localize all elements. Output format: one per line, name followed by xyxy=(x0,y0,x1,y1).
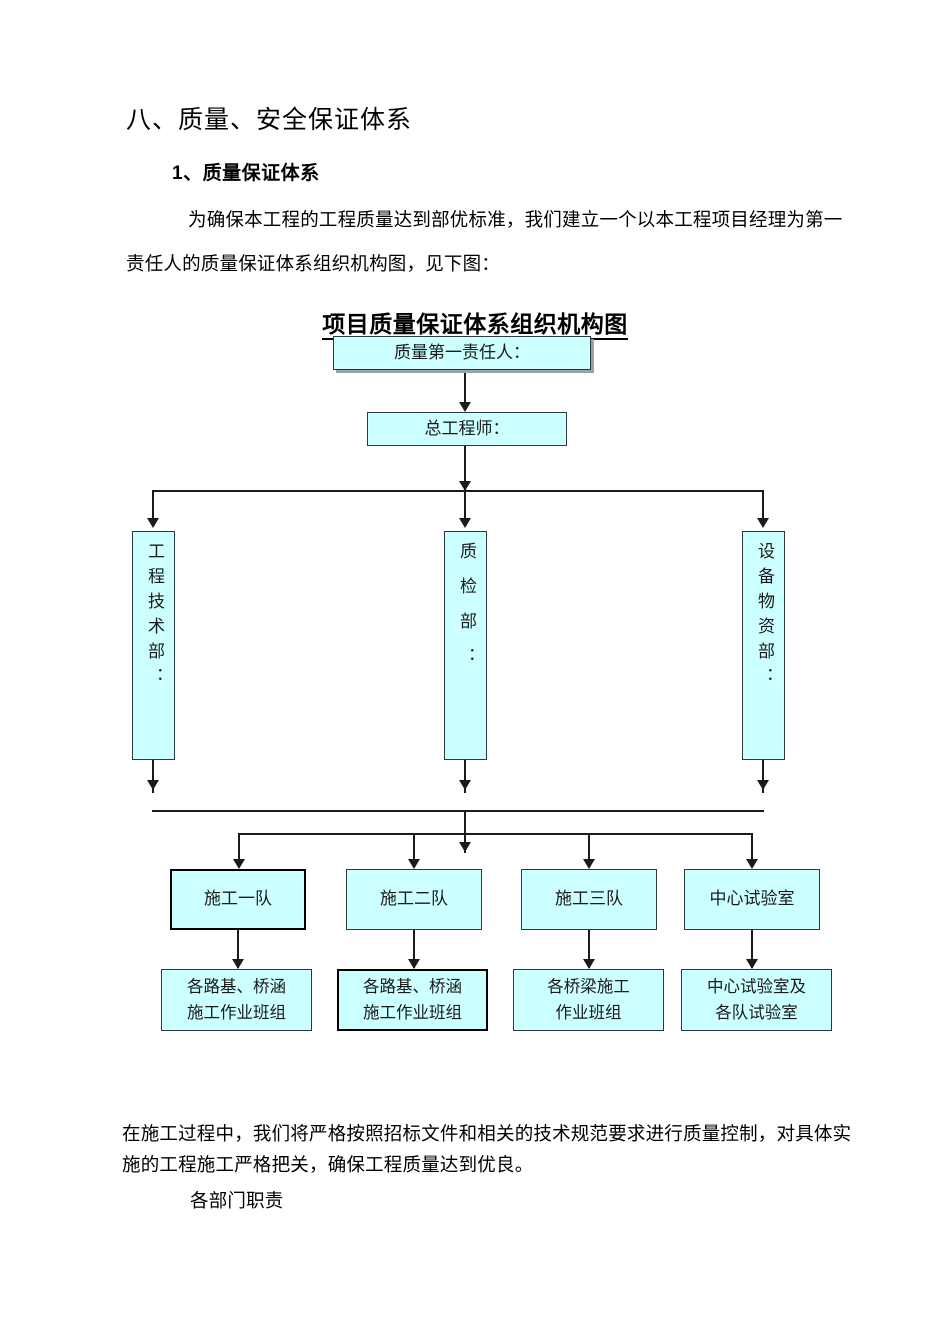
node-workgroup-2[interactable]: 各路基、桥涵 施工作业班组 xyxy=(337,969,488,1031)
connector-team2-to-group2 xyxy=(413,930,415,968)
node-engineering-technology-dept[interactable]: 工程技术部： xyxy=(132,531,175,760)
node-equipment-materials-dept[interactable]: 设备物资部： xyxy=(742,531,785,760)
arrowhead-l2-to-bus1 xyxy=(459,481,471,491)
diagram-title: 项目质量保证体系组织机构图 xyxy=(0,305,950,340)
node-chief-engineer[interactable]: 总工程师： xyxy=(367,412,567,446)
workgroup-3-line2: 作业班组 xyxy=(555,1003,622,1022)
drop-dept-left-to-bus2 xyxy=(152,760,154,793)
page-title: 八、质量、安全保证体系 xyxy=(126,106,413,134)
arrowhead-team-1 xyxy=(233,859,245,869)
arrowhead-left-to-bus2 xyxy=(147,780,159,790)
node-quality-first-responsible[interactable]: 质量第一责任人： xyxy=(333,336,591,370)
drop-dept-right-to-bus2 xyxy=(762,760,764,793)
arrowhead-bus2-to-bus3 xyxy=(459,842,471,852)
connector-l1-to-l2 xyxy=(464,370,466,404)
drop-dept-center-to-bus2 xyxy=(464,760,466,793)
workgroup-3-line1: 各桥梁施工 xyxy=(547,976,630,996)
connector-team3-to-group3 xyxy=(588,930,590,968)
closing-paragraph: 在施工过程中，我们将严格按照招标文件和相关的技术规范要求进行质量控制，对具体实施… xyxy=(122,1123,852,1175)
arrowhead-l1-to-l2 xyxy=(459,402,471,412)
node-workgroup-3[interactable]: 各桥梁施工 作业班组 xyxy=(513,969,664,1031)
subsection-heading: 1、质量保证体系 xyxy=(172,163,320,184)
node-quality-inspection-dept[interactable]: 质检部： xyxy=(444,531,487,760)
arrowhead-group-1 xyxy=(232,959,244,969)
bus-collector xyxy=(152,810,764,812)
drop-team-1 xyxy=(238,833,240,861)
intro-paragraph: 为确保本工程的工程质量达到部优标准，我们建立一个以本工程项目经理为第一责任人的质… xyxy=(126,209,843,274)
connector-bus2-to-bus3 xyxy=(464,810,466,853)
arrowhead-dept-equipment xyxy=(757,518,769,528)
node-team-2[interactable]: 施工二队 xyxy=(346,869,482,930)
workgroup-2-line1: 各路基、桥涵 xyxy=(363,976,462,996)
workgroup-4-line1: 中心试验室及 xyxy=(707,976,806,996)
drop-team-4 xyxy=(751,833,753,861)
arrowhead-group-2 xyxy=(408,959,420,969)
diagram-title-text: 项目质量保证体系组织机构图 xyxy=(322,311,628,340)
arrowhead-center-to-bus2 xyxy=(459,780,471,790)
bus-teams xyxy=(238,833,752,835)
arrowhead-dept-inspection xyxy=(459,518,471,528)
arrowhead-team-4 xyxy=(746,859,758,869)
arrowhead-group-3 xyxy=(583,959,595,969)
drop-team-2 xyxy=(413,833,415,861)
node-team-3[interactable]: 施工三队 xyxy=(521,869,657,930)
node-team-1[interactable]: 施工一队 xyxy=(170,869,306,930)
bus-departments xyxy=(152,490,764,492)
drop-bus1-center xyxy=(464,490,466,520)
workgroup-1-line2: 施工作业班组 xyxy=(187,1003,286,1022)
arrowhead-dept-engineering xyxy=(147,518,159,528)
arrowhead-right-to-bus2 xyxy=(757,780,769,790)
workgroup-1-line1: 各路基、桥涵 xyxy=(187,976,286,996)
workgroup-2-line2: 施工作业班组 xyxy=(363,1003,462,1022)
drop-bus1-left xyxy=(152,490,154,520)
connector-l2-to-bus1 xyxy=(464,446,466,490)
drop-bus1-right xyxy=(762,490,764,520)
drop-team-3 xyxy=(588,833,590,861)
arrowhead-team-2 xyxy=(408,859,420,869)
arrowhead-group-4 xyxy=(746,959,758,969)
node-team-4[interactable]: 中心试验室 xyxy=(684,869,820,930)
node-workgroup-1[interactable]: 各路基、桥涵 施工作业班组 xyxy=(161,969,312,1031)
workgroup-4-line2: 各队试验室 xyxy=(715,1003,798,1022)
arrowhead-team-3 xyxy=(583,859,595,869)
node-workgroup-4[interactable]: 中心试验室及 各队试验室 xyxy=(681,969,832,1031)
departments-heading: 各部门职责 xyxy=(190,1190,284,1211)
connector-team4-to-group4 xyxy=(751,930,753,968)
connector-team1-to-group1 xyxy=(237,930,239,968)
